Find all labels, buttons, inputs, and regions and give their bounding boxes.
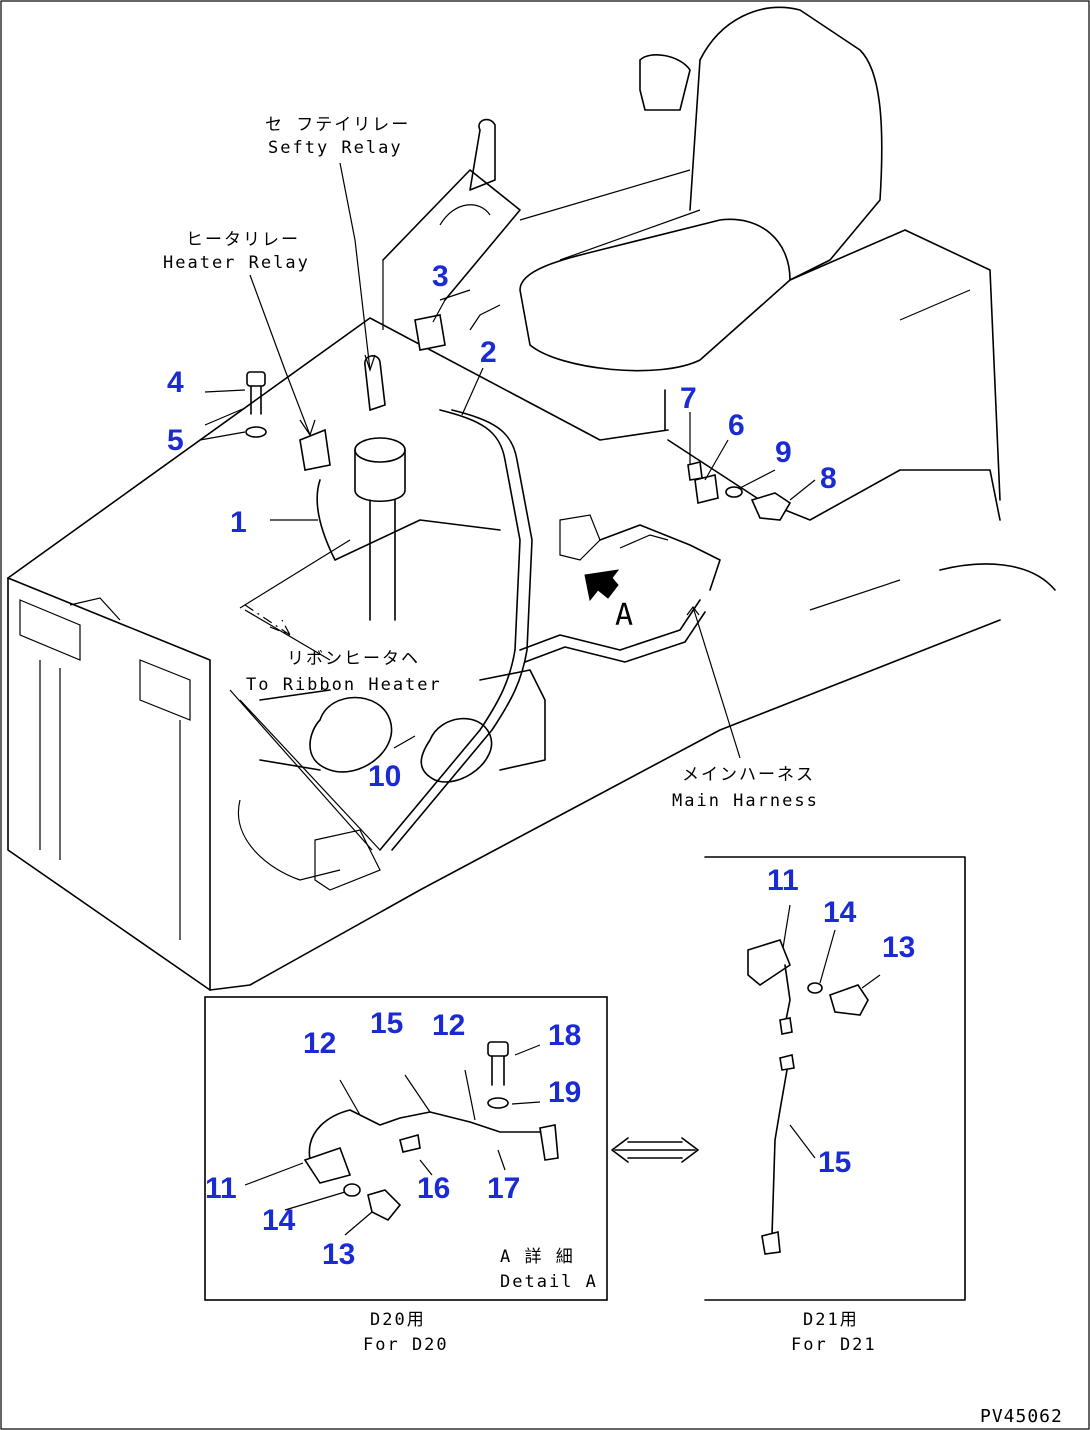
label-d21-en: For D21 (791, 1335, 877, 1355)
main-harness-routing (229, 304, 792, 851)
callout-7: 7 (680, 382, 697, 415)
label-detail-a-en: Detail A (500, 1272, 598, 1292)
callout-b-15: 15 (818, 1146, 851, 1179)
double-arrow (611, 1137, 699, 1163)
drawing-code: PV45062 (980, 1406, 1063, 1427)
callout-b-11: 11 (767, 864, 799, 897)
callout-a-12-left: 12 (303, 1027, 336, 1060)
callout-8: 8 (820, 462, 837, 495)
callout-b-14: 14 (823, 896, 857, 929)
callout-a-15: 15 (370, 1007, 403, 1040)
label-view-a: A (615, 598, 633, 633)
label-safety-relay-en: Sefty Relay (268, 138, 403, 158)
engine-compartment (237, 437, 546, 891)
callout-3: 3 (432, 260, 449, 293)
callout-1: 1 (230, 506, 247, 539)
callout-a-16: 16 (417, 1172, 450, 1205)
view-a-arrow (584, 569, 620, 602)
callout-9: 9 (775, 436, 792, 469)
label-d20-jp: D20用 (370, 1310, 426, 1330)
detail-a-panel (204, 996, 608, 1301)
callout-2: 2 (480, 336, 497, 369)
machine-body-outline (7, 6, 1056, 991)
callout-5: 5 (167, 424, 184, 457)
callout-a-18: 18 (548, 1019, 581, 1052)
callout-6: 6 (728, 409, 745, 442)
callout-a-11: 11 (205, 1172, 237, 1205)
label-d21-jp: D21用 (803, 1310, 859, 1330)
label-safety-relay-jp: セ フテイリレー (265, 115, 410, 135)
callout-a-14: 14 (262, 1204, 296, 1237)
label-ribbon-heater-en: To Ribbon Heater (246, 675, 442, 695)
label-main-harness-en: Main Harness (672, 791, 819, 811)
callout-a-13: 13 (322, 1238, 355, 1271)
d21-panel (704, 856, 966, 1301)
label-ribbon-heater-jp: リボンヒータヘ (287, 649, 420, 669)
label-main-harness-jp: メインハーネス (682, 765, 815, 785)
callout-a-19: 19 (548, 1076, 581, 1109)
leader-lines (199, 162, 816, 759)
label-detail-a-jp: A 詳 細 (500, 1247, 575, 1267)
callout-a-12-right: 12 (432, 1009, 465, 1042)
callout-b-13: 13 (882, 931, 915, 964)
label-heater-relay-en: Heater Relay (163, 253, 310, 273)
callout-4: 4 (167, 366, 184, 399)
callout-a-17: 17 (487, 1172, 520, 1205)
label-heater-relay-jp: ヒータリレー (186, 230, 300, 250)
callout-10: 10 (368, 760, 401, 793)
label-d20-en: For D20 (363, 1335, 449, 1355)
